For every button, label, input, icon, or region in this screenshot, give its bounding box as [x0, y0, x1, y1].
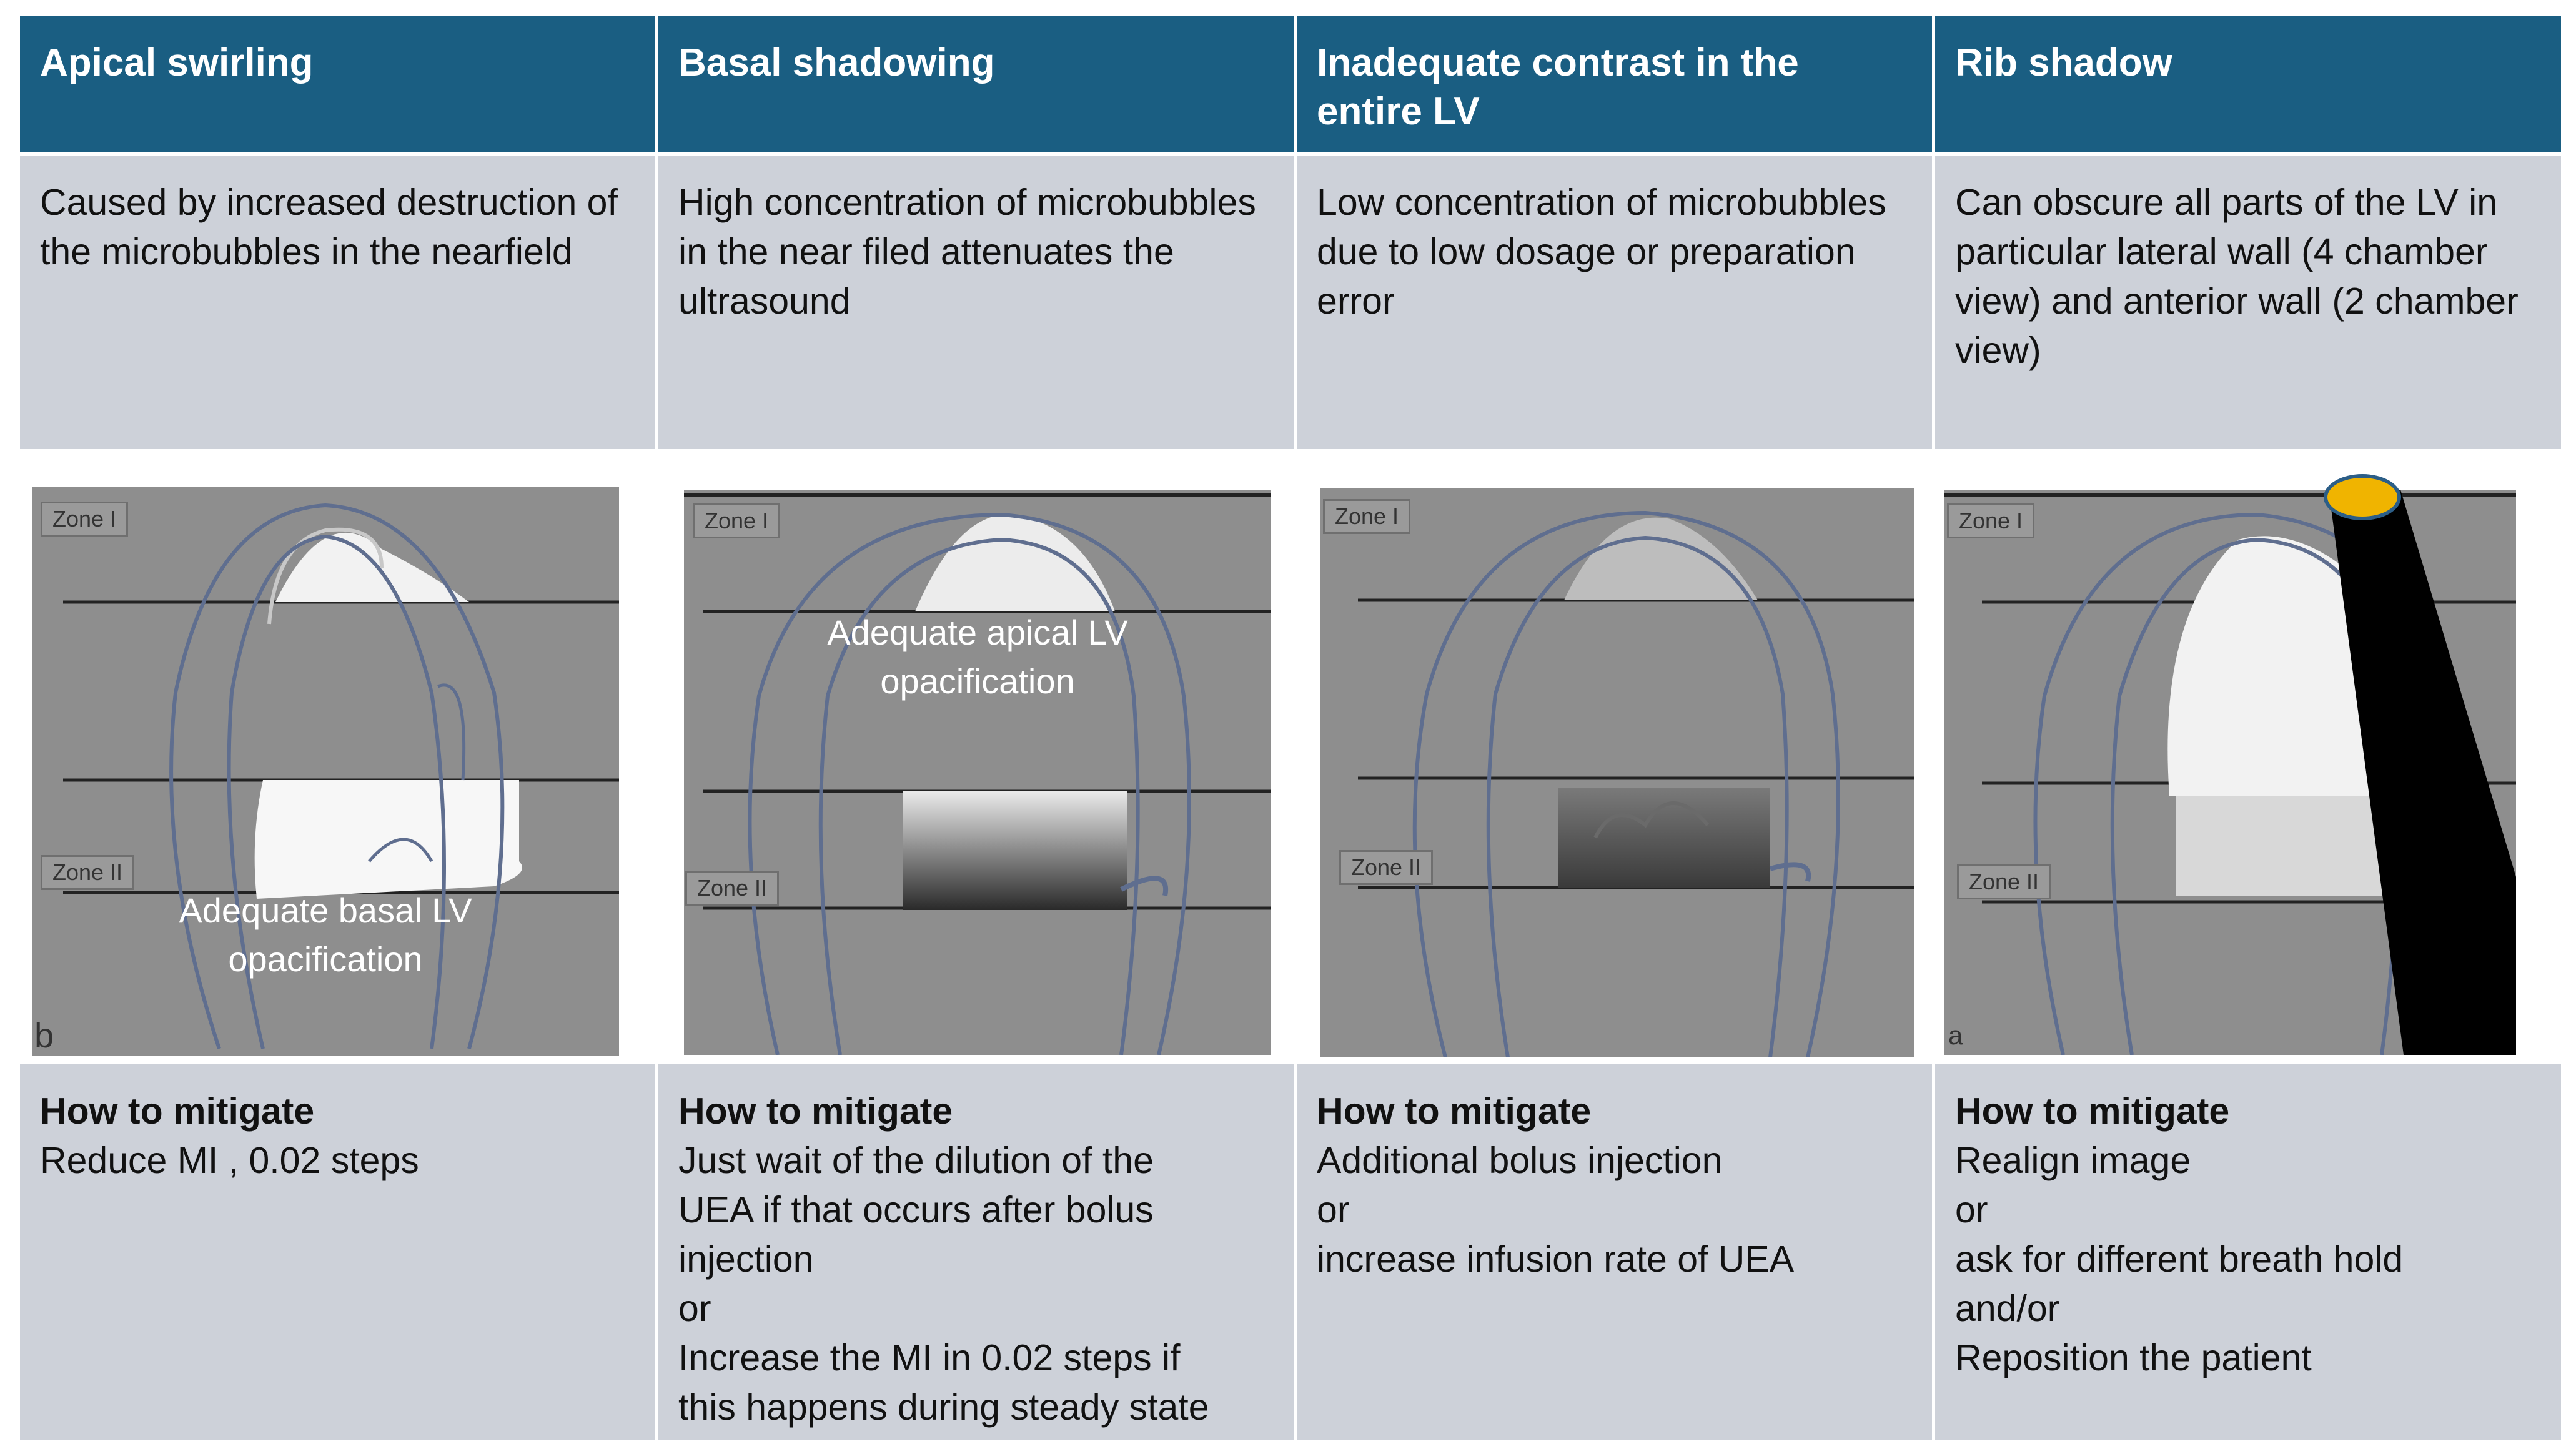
mitigate-line: Reduce MI , 0.02 steps: [40, 1140, 419, 1181]
illustration-cell-rib-shadow: Zone I Zone II a: [1935, 449, 2561, 1064]
mitigate-line: ask for different breath hold: [1955, 1239, 2404, 1280]
panel-caption: Adequate basal LV opacification: [107, 886, 544, 984]
mitigate-line: increase infusion rate of UEA: [1317, 1239, 1795, 1280]
mitigate-line: this happens during steady state: [678, 1387, 1209, 1428]
mitigate-title: How to mitigate: [1317, 1090, 1592, 1132]
panel-caption: Adequate apical LV opacification: [759, 608, 1196, 706]
description-row: Caused by increased destruction of the m…: [20, 156, 2561, 449]
zone-one-label: Zone I: [693, 503, 781, 538]
mitigate-line: or: [1317, 1189, 1350, 1230]
zone-two-label: Zone II: [1957, 864, 2051, 899]
mitigate-line: or: [1955, 1189, 1988, 1230]
header-inadequate-contrast: Inadequate contrast in the entire LV: [1297, 16, 1935, 152]
lv-diagram: [63, 503, 619, 1049]
zone-one-label: Zone I: [41, 502, 129, 537]
panel-corner-letter: b: [34, 1016, 54, 1055]
illustration-cell-apical-swirling: Zone I Zone II b Adequate basal LV opaci…: [20, 449, 658, 1064]
mitigation-rib-shadow: How to mitigate Realign image or ask for…: [1935, 1064, 2561, 1440]
lv-illustration-basal-shadowing: Zone I Zone II Adequate apical LV opacif…: [684, 490, 1271, 1055]
description-basal-shadowing: High concentration of microbubbles in th…: [658, 156, 1297, 449]
caption-line: opacification: [880, 661, 1075, 701]
illustration-row: Zone I Zone II b Adequate basal LV opaci…: [20, 449, 2561, 1064]
lv-diagram: [1944, 490, 2516, 1055]
mitigate-line: UEA if that occurs after bolus: [678, 1189, 1154, 1230]
mitigate-line: Just wait of the dilution of the: [678, 1140, 1154, 1181]
mitigate-line: Realign image: [1955, 1140, 2191, 1181]
artifact-table: Apical swirling Basal shadowing Inadequa…: [20, 16, 2561, 1440]
header-row: Apical swirling Basal shadowing Inadequa…: [20, 16, 2561, 152]
mitigate-line: and/or: [1955, 1288, 2060, 1329]
zone-one-label: Zone I: [1323, 499, 1411, 534]
mitigate-line: Additional bolus injection: [1317, 1140, 1723, 1181]
mitigate-title: How to mitigate: [678, 1090, 953, 1132]
mitigation-inadequate-contrast: How to mitigate Additional bolus injecti…: [1297, 1064, 1935, 1440]
panel-corner-letter: a: [1948, 1021, 1963, 1050]
zone-two-label: Zone II: [1339, 850, 1434, 885]
mitigate-title: How to mitigate: [1955, 1090, 2230, 1132]
caption-line: Adequate apical LV: [827, 613, 1128, 652]
caption-line: Adequate basal LV: [179, 891, 472, 930]
lv-illustration-inadequate-contrast: Zone I Zone II: [1320, 488, 1914, 1057]
description-apical-swirling: Caused by increased destruction of the m…: [20, 156, 658, 449]
zone-two-label: Zone II: [41, 855, 135, 890]
lv-illustration-apical-swirling: Zone I Zone II b Adequate basal LV opaci…: [32, 487, 619, 1056]
mitigation-row: How to mitigate Reduce MI , 0.02 steps H…: [20, 1064, 2561, 1440]
illustration-cell-basal-shadowing: Zone I Zone II Adequate apical LV opacif…: [658, 449, 1297, 1064]
header-basal-shadowing: Basal shadowing: [658, 16, 1297, 152]
illustration-cell-inadequate-contrast: Zone I Zone II: [1297, 449, 1935, 1064]
mitigate-line: or: [678, 1288, 711, 1329]
mitigate-line: Increase the MI in 0.02 steps if: [678, 1337, 1181, 1378]
lv-diagram: [1358, 510, 1914, 1057]
description-inadequate-contrast: Low concentration of microbubbles due to…: [1297, 156, 1935, 449]
lv-illustration-rib-shadow: Zone I Zone II a: [1944, 490, 2516, 1055]
caption-line: opacification: [228, 939, 423, 979]
mitigation-basal-shadowing: How to mitigate Just wait of the dilutio…: [658, 1064, 1297, 1440]
mitigate-line: Reposition the patient: [1955, 1337, 2312, 1378]
header-apical-swirling: Apical swirling: [20, 16, 658, 152]
mitigate-line: injection: [678, 1239, 814, 1280]
rib-shadow-band: [2329, 490, 2516, 1055]
rib-marker-icon: [2324, 474, 2401, 520]
lv-diagram: [684, 493, 1271, 1055]
header-rib-shadow: Rib shadow: [1955, 41, 2172, 84]
zone-one-label: Zone I: [1947, 503, 2035, 538]
mitigation-apical-swirling: How to mitigate Reduce MI , 0.02 steps: [20, 1064, 658, 1440]
zone-two-label: Zone II: [685, 871, 780, 906]
description-rib-shadow: Can obscure all parts of the LV in parti…: [1955, 182, 2519, 371]
mitigate-title: How to mitigate: [40, 1090, 315, 1132]
